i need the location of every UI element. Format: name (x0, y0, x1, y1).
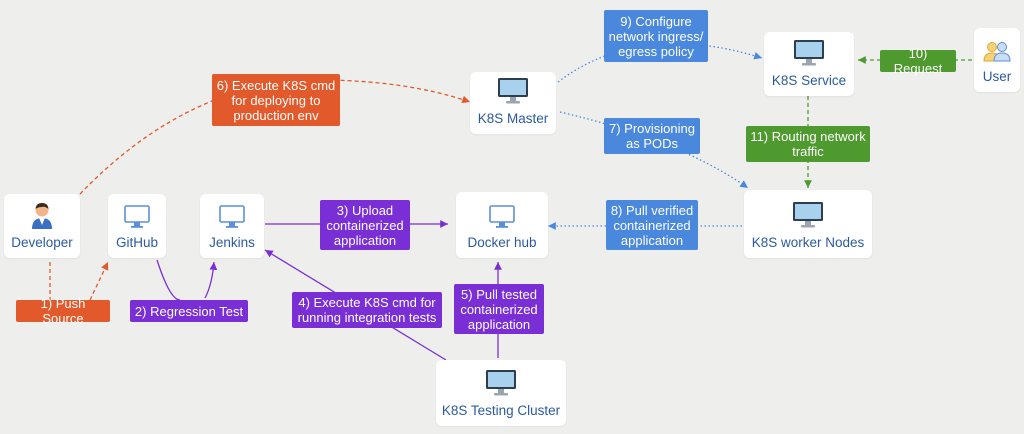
step-11-tag: 11) Routing network traffic (746, 126, 870, 162)
step-3-line: 3) Upload (336, 202, 394, 218)
monitor-icon (124, 205, 150, 228)
monitor-icon (489, 205, 515, 228)
node-docker-hub: Docker hub (456, 192, 548, 258)
step-5-line: application (467, 316, 531, 332)
step-7-tag: 7) Provisioning as PODs (604, 118, 700, 154)
monitor-icon (793, 202, 823, 228)
monitor-icon (794, 40, 824, 66)
node-k8s-master-label: K8S Master (477, 111, 549, 126)
node-user-label: User (982, 69, 1012, 84)
developer-person-icon (32, 203, 52, 229)
monitor-icon (486, 370, 516, 396)
node-jenkins: Jenkins (200, 194, 264, 258)
step-4-line: 4) Execute K8S cmd for (298, 295, 436, 310)
step-3-tag: 3) Upload containerized application (320, 200, 410, 250)
step-1-tag: 1) Push Source (16, 296, 110, 326)
node-user: User (974, 28, 1020, 92)
step-5-line: 5) Pull tested (461, 286, 537, 302)
node-k8s-testing: K8S Testing Cluster (436, 360, 566, 426)
edge-developer-to-github (49, 262, 108, 301)
step-3-line: containerized (326, 217, 404, 233)
step-4-line: running integration tests (297, 310, 437, 325)
step-10-tag: 10) Request (880, 46, 956, 76)
step-6-line: for deploying to (231, 92, 321, 108)
step-5-line: containerized (460, 301, 538, 317)
edge-github-to-jenkins (156, 260, 214, 301)
step-2-tag: 2) Regression Test (130, 300, 248, 322)
step-8-line: containerized (613, 217, 691, 233)
node-developer: Developer (4, 194, 80, 258)
step-1-line: 1) Push Source (40, 296, 86, 326)
step-8-line: 8) Pull verified (610, 202, 694, 218)
step-8-tag: 8) Pull verified containerized applicati… (606, 200, 698, 250)
step-11-line: traffic (792, 144, 824, 159)
node-k8s-service: K8S Service (764, 32, 854, 96)
step-3-line: application (333, 232, 397, 248)
node-k8s-worker-label: K8S worker Nodes (751, 235, 865, 250)
node-k8s-worker: K8S worker Nodes (744, 190, 872, 258)
node-github: GitHub (108, 194, 166, 258)
step-7-line: 7) Provisioning (609, 121, 695, 136)
node-k8s-service-label: K8S Service (771, 73, 847, 88)
step-11-line: 11) Routing network (750, 129, 866, 144)
step-9-tag: 9) Configure network ingress/ egress pol… (604, 10, 708, 62)
node-jenkins-label: Jenkins (209, 235, 255, 250)
step-4-tag: 4) Execute K8S cmd for running integrati… (292, 292, 442, 328)
step-5-tag: 5) Pull tested containerized application (454, 284, 544, 334)
node-developer-label: Developer (11, 235, 73, 250)
step-7-line: as PODs (625, 136, 678, 151)
step-6-tag: 6) Execute K8S cmd for deploying to prod… (212, 74, 340, 126)
step-10-line: 10) Request (893, 46, 943, 76)
node-github-label: GitHub (115, 235, 159, 250)
step-9-line: network ingress/ (608, 28, 704, 44)
step-9-line: 9) Configure (620, 13, 692, 29)
step-2-line: 2) Regression Test (134, 303, 244, 319)
step-9-line: egress policy (618, 43, 694, 59)
step-6-line: production env (233, 107, 319, 123)
node-k8s-testing-label: K8S Testing Cluster (441, 403, 561, 418)
step-8-line: application (620, 232, 684, 248)
monitor-icon (498, 78, 528, 104)
node-docker-hub-label: Docker hub (467, 235, 537, 250)
monitor-icon (219, 205, 245, 228)
node-k8s-master: K8S Master (470, 72, 556, 134)
users-icon (983, 42, 1011, 62)
step-6-line: 6) Execute K8S cmd (216, 77, 336, 93)
